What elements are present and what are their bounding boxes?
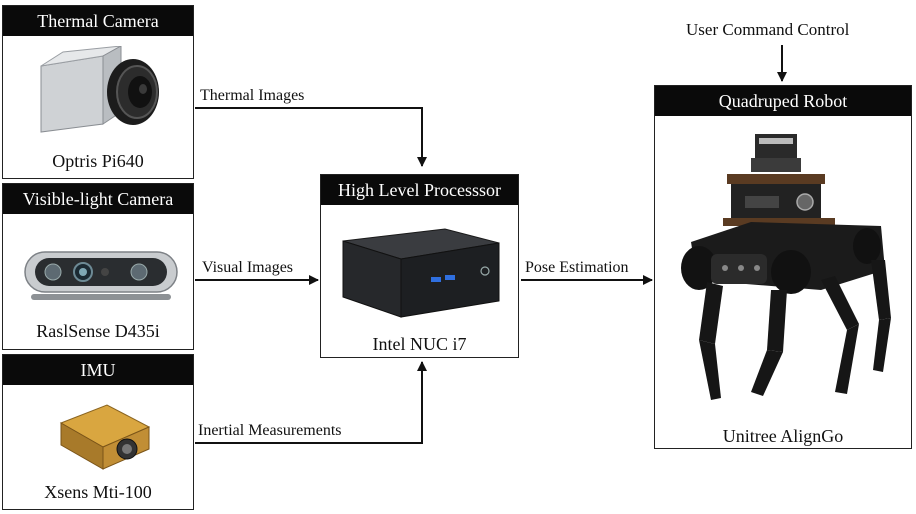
visible-camera-caption: RaslSense D435i xyxy=(36,321,160,341)
visible-camera-box: Visible-light Camera RaslSense D435i xyxy=(2,183,194,350)
thermal-camera-header: Thermal Camera xyxy=(3,6,193,36)
depth-camera-icon xyxy=(24,251,178,300)
imu-box: IMU Xsens Mti-100 xyxy=(2,354,194,510)
visual-images-label: Visual Images xyxy=(202,259,294,276)
visible-camera-header: Visible-light Camera xyxy=(3,184,193,214)
thermal-camera-box: Thermal Camera Optris Pi640 xyxy=(2,5,194,179)
processor-box: High Level Processsor Intel NUC i7 xyxy=(320,174,519,358)
mini-pc-icon xyxy=(342,228,500,318)
imu-sensor-icon xyxy=(59,404,151,470)
imu-header: IMU xyxy=(3,355,193,385)
thermal-camera-caption: Optris Pi640 xyxy=(52,151,144,171)
inertial-measurements-label: Inertial Measurements xyxy=(198,422,342,439)
processor-header: High Level Processsor xyxy=(321,175,518,205)
user-command-label: User Command Control xyxy=(686,20,850,39)
robot-header: Quadruped Robot xyxy=(655,86,911,116)
thermal-camera-icon xyxy=(40,46,159,133)
quadruped-robot-icon xyxy=(681,134,891,400)
pose-estimation-label: Pose Estimation xyxy=(525,259,629,276)
thermal-arrow xyxy=(195,107,427,167)
processor-caption: Intel NUC i7 xyxy=(372,334,467,354)
thermal-images-label: Thermal Images xyxy=(200,87,305,104)
imu-caption: Xsens Mti-100 xyxy=(44,482,152,502)
inertial-arrow xyxy=(195,361,427,444)
robot-box: Quadruped Robot Unitree AlignGo xyxy=(654,85,912,449)
robot-caption: Unitree AlignGo xyxy=(722,426,844,446)
